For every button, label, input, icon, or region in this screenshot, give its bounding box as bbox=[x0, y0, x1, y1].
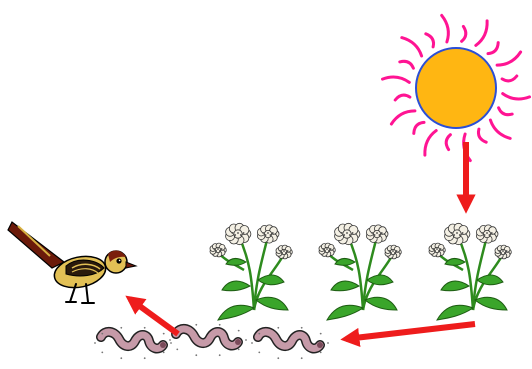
sun-ray bbox=[414, 122, 424, 133]
flower-head bbox=[276, 245, 292, 259]
worm-dot bbox=[258, 333, 260, 335]
plant-leaf bbox=[222, 281, 250, 291]
flower-head bbox=[366, 225, 388, 243]
sun-ray bbox=[502, 76, 517, 81]
sun-ray bbox=[426, 34, 434, 47]
sun-ray bbox=[488, 43, 498, 54]
bird-eye bbox=[116, 258, 121, 263]
worm-dot bbox=[277, 327, 279, 329]
bird-icon bbox=[8, 222, 136, 303]
worm-dot bbox=[301, 357, 303, 359]
worm-dot bbox=[219, 354, 221, 356]
sun-disc bbox=[416, 48, 496, 128]
flower-head bbox=[385, 245, 401, 259]
plant-leaf bbox=[335, 258, 355, 265]
sun-ray bbox=[383, 77, 410, 82]
worm-dot bbox=[163, 333, 165, 335]
worm-dot bbox=[101, 352, 103, 354]
sun-ray bbox=[402, 38, 422, 56]
flower-head bbox=[429, 243, 445, 257]
worm-dot bbox=[169, 339, 171, 341]
sun-ray bbox=[400, 61, 414, 68]
flower-head bbox=[495, 245, 511, 259]
worm-2 bbox=[169, 324, 247, 356]
worm-dot bbox=[163, 352, 165, 354]
plant-3 bbox=[429, 223, 511, 320]
worm-dot bbox=[170, 342, 172, 344]
plant-stem bbox=[347, 234, 363, 310]
worm-dot bbox=[195, 324, 197, 326]
plant-leaf bbox=[256, 297, 288, 310]
worm-3 bbox=[251, 327, 329, 359]
plant-2 bbox=[319, 223, 401, 320]
plant-leaf bbox=[475, 297, 507, 310]
sun-ray bbox=[391, 111, 415, 124]
sun-ray bbox=[476, 21, 487, 46]
worm-dot bbox=[251, 342, 253, 344]
worm-head bbox=[160, 342, 166, 348]
plant-stem bbox=[457, 234, 473, 310]
worm-dot bbox=[258, 352, 260, 354]
plant-leaf bbox=[218, 305, 254, 320]
worm-dot bbox=[320, 333, 322, 335]
plant-leaf bbox=[327, 305, 363, 320]
worm-dot bbox=[277, 357, 279, 359]
plant-leaf bbox=[477, 275, 503, 285]
plant-leaf bbox=[437, 305, 473, 320]
flower-head bbox=[476, 225, 498, 243]
plant-leaf bbox=[367, 275, 393, 285]
sun-ray bbox=[442, 15, 449, 42]
plant-leaf bbox=[226, 258, 246, 265]
sun-ray bbox=[425, 131, 436, 156]
plant-leaf bbox=[445, 258, 465, 265]
sun-ray bbox=[499, 108, 513, 115]
worm-dot bbox=[144, 357, 146, 359]
worm-head bbox=[317, 342, 323, 348]
worm-dot bbox=[327, 342, 329, 344]
flower-head bbox=[257, 225, 279, 243]
sun-ray bbox=[503, 94, 530, 99]
plant-leaf bbox=[365, 297, 397, 310]
sun-ray bbox=[478, 129, 486, 142]
worm-dot bbox=[195, 354, 197, 356]
sun-icon bbox=[383, 15, 530, 160]
worm-dot bbox=[219, 324, 221, 326]
worm-dot bbox=[301, 327, 303, 329]
flower-head bbox=[445, 223, 470, 244]
worm-dot bbox=[94, 342, 96, 344]
worm-1 bbox=[94, 327, 172, 359]
flower-head bbox=[319, 243, 335, 257]
flower-head bbox=[335, 223, 360, 244]
plant-leaf bbox=[331, 281, 359, 291]
worm-dot bbox=[320, 352, 322, 354]
bird-beak bbox=[126, 262, 136, 268]
plant-leaf bbox=[441, 281, 469, 291]
worm-dot bbox=[144, 327, 146, 329]
worm-dot bbox=[238, 349, 240, 351]
sun-ray bbox=[462, 26, 466, 41]
worm-dot bbox=[238, 330, 240, 332]
sun-ray bbox=[490, 120, 510, 138]
worm-dot bbox=[101, 333, 103, 335]
flower-head bbox=[226, 223, 251, 244]
plant-1 bbox=[210, 223, 292, 320]
arrow-plants-to-worms bbox=[346, 324, 475, 339]
sun-ray bbox=[497, 52, 520, 65]
flower-head bbox=[210, 243, 226, 257]
worm-head bbox=[235, 339, 241, 345]
plant-leaf bbox=[258, 275, 284, 285]
sun-ray bbox=[446, 135, 450, 150]
sun-ray bbox=[395, 95, 410, 100]
plant-stem bbox=[238, 234, 254, 310]
worm-dot bbox=[176, 349, 178, 351]
worm-dot bbox=[120, 327, 122, 329]
worm-dot bbox=[245, 339, 247, 341]
arrow-worms-to-bird bbox=[130, 299, 178, 334]
worm-dot bbox=[120, 357, 122, 359]
bird-tail bbox=[8, 222, 64, 268]
